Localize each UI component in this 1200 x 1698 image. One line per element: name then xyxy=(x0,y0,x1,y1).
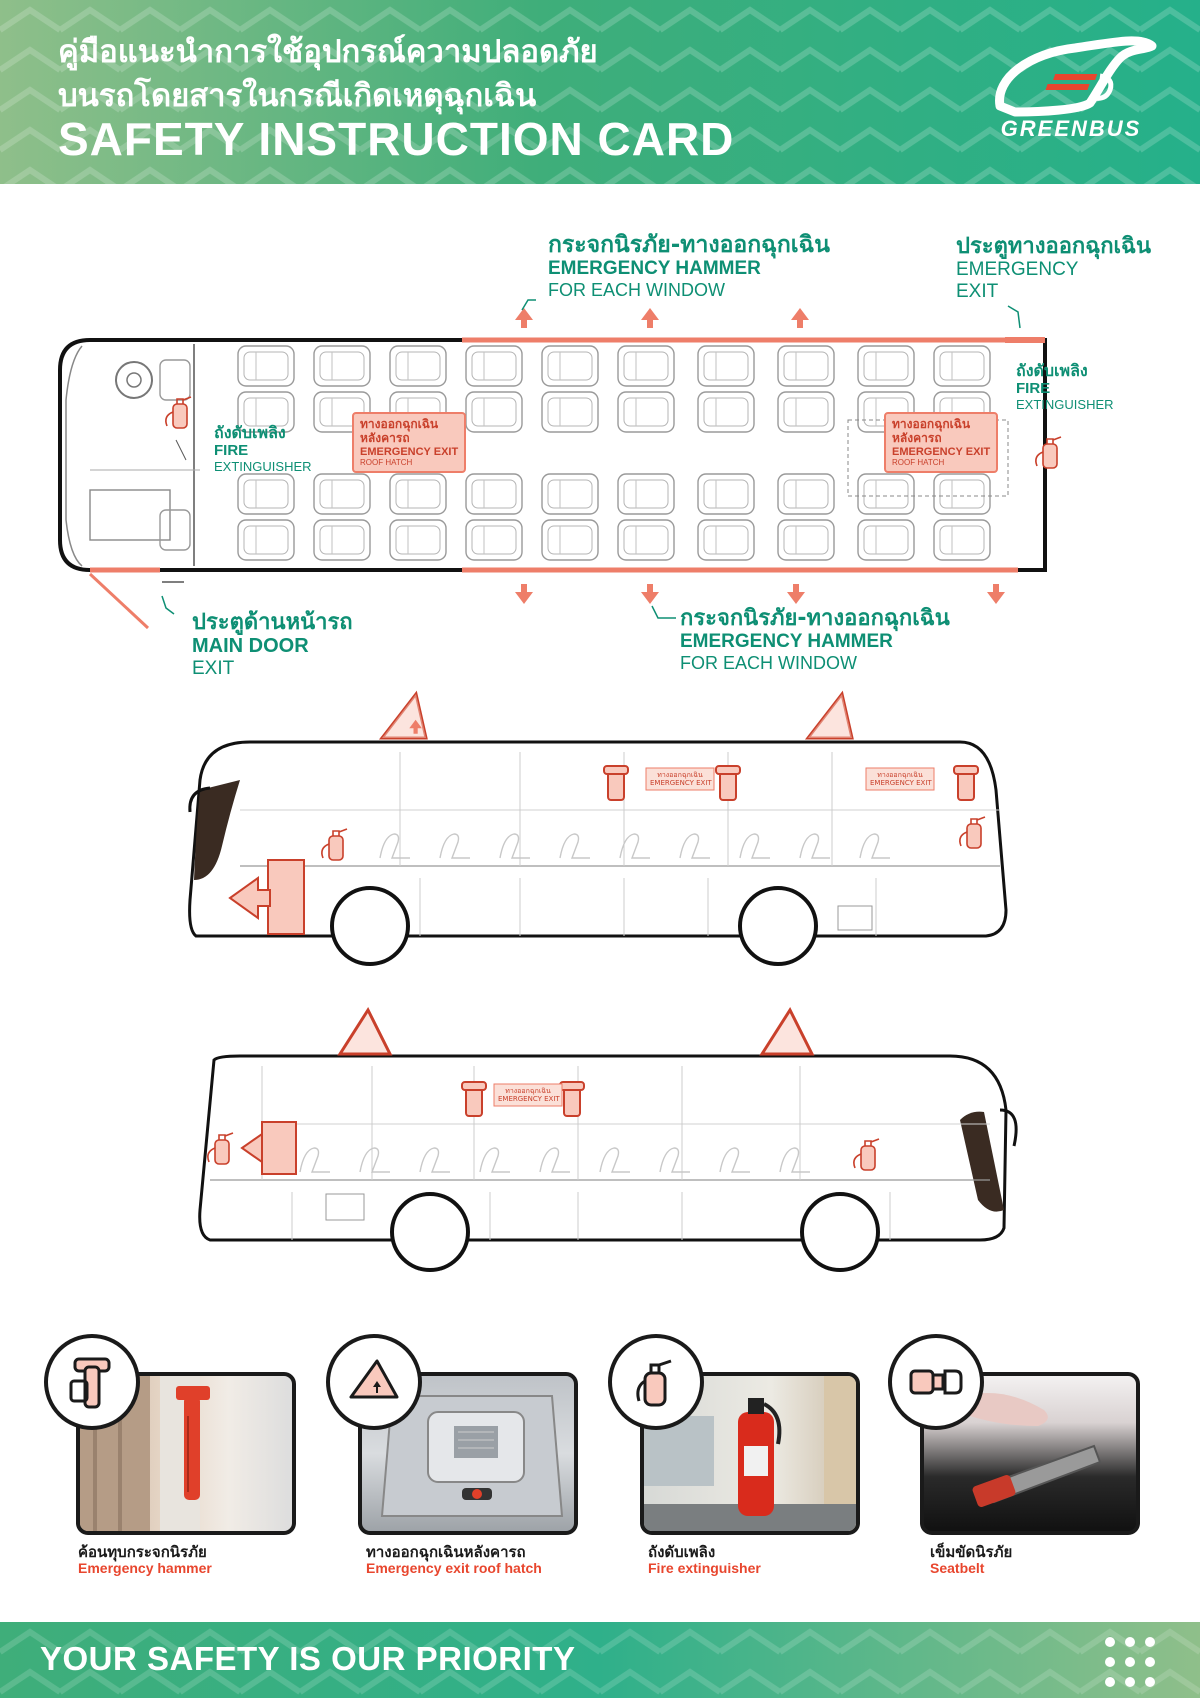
card-roof-hatch-en: Emergency exit roof hatch xyxy=(366,1560,542,1576)
card-seatbelt-en: Seatbelt xyxy=(930,1560,985,1576)
label-hammer-bottom: กระจกนิรภัย-ทางออกฉุกเฉิน EMERGENCY HAMM… xyxy=(680,606,950,674)
label-hammer-top: กระจกนิรภัย-ทางออกฉุกเฉิน EMERGENCY HAMM… xyxy=(548,232,830,301)
footer-chevron-pattern xyxy=(0,1622,1200,1698)
title-thai-line2: บนรถโดยสารในกรณีเกิดเหตุฉุกเฉิน xyxy=(58,78,537,114)
card-roof-hatch-th: ทางออกฉุกเฉินหลังคารถ xyxy=(366,1543,526,1561)
hammer-icon xyxy=(44,1334,140,1430)
seatbelt-icon xyxy=(888,1334,984,1430)
label-fire-front: ถังดับเพลิง FIRE EXTINGUISHER xyxy=(214,423,312,474)
card-fire-en: Fire extinguisher xyxy=(648,1560,761,1576)
title-thai-line1: คู่มือแนะนำการใช้อุปกรณ์ความปลอดภัย xyxy=(58,34,598,70)
photo-roof-hatch xyxy=(358,1372,578,1535)
roof-hatch-label-rear: ทางออกฉุกเฉิน หลังคารถ EMERGENCY EXIT RO… xyxy=(884,412,999,474)
header-banner: คู่มือแนะนำการใช้อุปกรณ์ความปลอดภัย บนรถ… xyxy=(0,0,1200,184)
card-hammer-th: ค้อนทุบกระจกนิรภัย xyxy=(78,1543,207,1561)
footer-tagline: YOUR SAFETY IS OUR PRIORITY xyxy=(40,1640,576,1677)
roof-hatch-icon xyxy=(326,1334,422,1430)
bus-top-view xyxy=(58,299,1062,630)
fire-extinguisher-icon xyxy=(608,1334,704,1430)
card-fire-extinguisher xyxy=(604,1334,860,1537)
roof-hatch-label-front: ทางออกฉุกเฉิน หลังคารถ EMERGENCY EXIT RO… xyxy=(352,412,467,474)
card-roof-hatch xyxy=(322,1334,578,1537)
title-english: SAFETY INSTRUCTION CARD xyxy=(58,113,735,165)
label-rear-emergency-exit: ประตูทางออกฉุกเฉิน EMERGENCY EXIT xyxy=(956,234,1152,303)
bus-side-view-left xyxy=(188,690,1008,966)
card-fire-th: ถังดับเพลิง xyxy=(648,1543,716,1561)
label-main-door: ประตูด้านหน้ารถ MAIN DOOR EXIT xyxy=(192,610,353,680)
dots-grid-icon xyxy=(1105,1637,1155,1687)
footer-banner: YOUR SAFETY IS OUR PRIORITY xyxy=(0,1622,1200,1698)
card-hammer-en: Emergency hammer xyxy=(78,1560,212,1576)
label-fire-rear: ถังดับเพลิง FIRE EXTINGUISHER xyxy=(1016,361,1114,412)
greenbus-logo-icon xyxy=(995,36,1157,117)
card-emergency-hammer xyxy=(40,1334,296,1537)
bus-side-view-right xyxy=(198,1006,1018,1272)
card-seatbelt xyxy=(884,1334,1140,1537)
brand-name: GREENBUS xyxy=(1000,116,1142,141)
card-seatbelt-th: เข็มขัดนิรภัย xyxy=(930,1543,1013,1561)
